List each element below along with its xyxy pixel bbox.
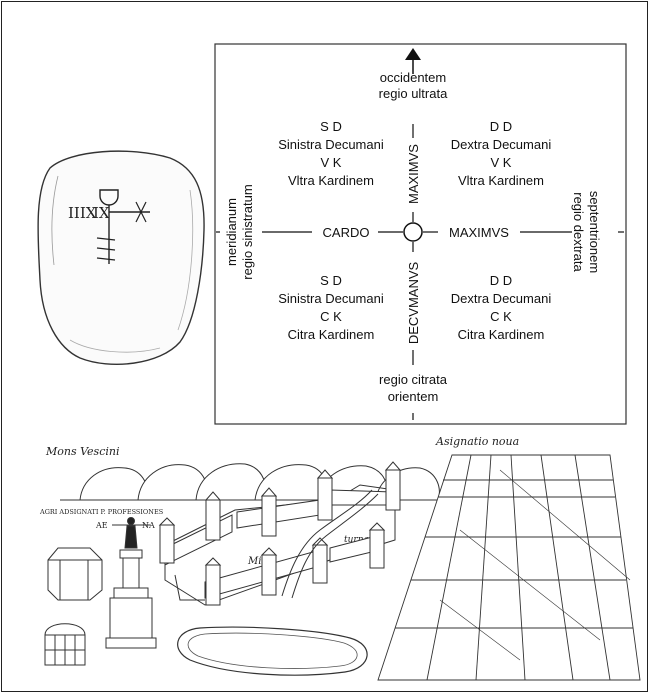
svg-text:D D: D D [490,273,512,288]
south-region-label: regio citrata [379,372,448,387]
mons-label: Mons Vescini [45,445,119,458]
agrimensores-drawing: Mons Vescini Asignatio noua AGRI ADSIGNA… [39,435,640,680]
assignatio-label: Asignatio noua [435,435,519,448]
east-region-label: regio dextrata [571,192,586,272]
decumanus-label: DECVMANVS [406,262,421,345]
quadrant-ne: D D Dextra Decumani V K Vltra Kardinem [451,119,552,188]
ae-label: AE [95,521,108,530]
south-label: orientem [388,389,439,404]
quadrant-nw: S D Sinistra Decumani V K Vltra Kardinem [278,119,384,188]
quadrant-se: D D Dextra Decumani C K Citra Kardinem [451,273,552,342]
quadrant-sw: S D Sinistra Decumani C K Citra Kardinem [278,273,384,342]
svg-text:C K: C K [490,309,512,324]
stone-numeral-right: IX [93,204,110,222]
svg-text:Sinistra Decumani: Sinistra Decumani [278,291,384,306]
groma-center-circle [404,223,422,241]
svg-text:Citra Kardinem: Citra Kardinem [288,327,375,342]
svg-text:D D: D D [490,119,512,134]
svg-text:Vltra Kardinem: Vltra Kardinem [458,173,544,188]
svg-text:S D: S D [320,119,342,134]
agri-label: AGRI ADSIGNATI P. PROFESSIONES [39,508,163,516]
svg-text:C K: C K [320,309,342,324]
lake [178,627,367,675]
svg-text:Sinistra Decumani: Sinistra Decumani [278,137,384,152]
north-region-label: regio ultrata [379,86,448,101]
maximus-east-label: MAXIMVS [449,225,509,240]
east-label: septentrionem [587,191,602,273]
cardo-label: CARDO [323,225,370,240]
octagonal-altar [48,548,102,600]
svg-text:Dextra Decumani: Dextra Decumani [451,291,552,306]
boundary-stone: IIIX IX [38,151,204,364]
cardo-decumanus-diagram: occidentem regio ultrata regio citrata o… [215,44,626,424]
svg-text:Dextra Decumani: Dextra Decumani [451,137,552,152]
west-region-label: regio sinistratum [240,184,255,279]
stone-outline [38,151,204,364]
north-label: occidentem [380,70,446,85]
west-label: meridianum [224,198,239,266]
svg-text:V K: V K [491,155,512,170]
svg-text:Vltra Kardinem: Vltra Kardinem [288,173,374,188]
svg-text:V K: V K [321,155,342,170]
chest [45,624,85,665]
maximus-north-label: MAXIMVS [406,144,421,204]
svg-text:S D: S D [320,273,342,288]
svg-text:Citra Kardinem: Citra Kardinem [458,327,545,342]
north-arrow-icon [405,48,421,60]
statue-on-pedestal [106,518,156,649]
